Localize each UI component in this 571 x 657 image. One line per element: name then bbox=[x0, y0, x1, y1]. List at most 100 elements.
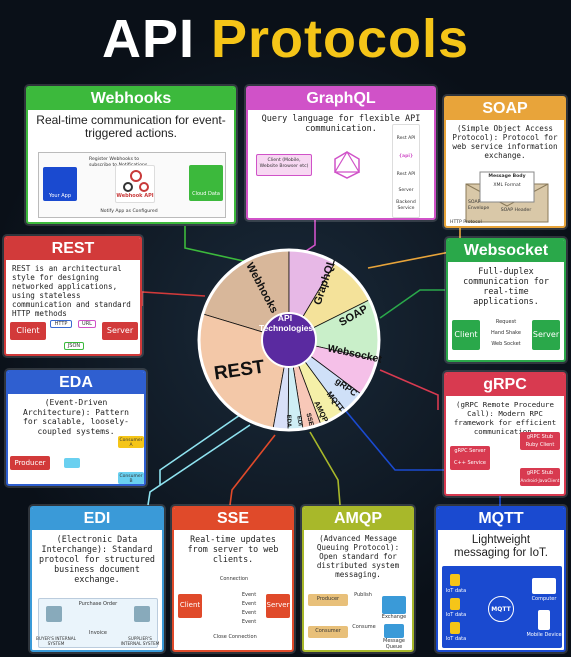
websocket-socket-label: Web Socket bbox=[491, 341, 521, 347]
edi-supplier-icon bbox=[134, 606, 150, 622]
websocket-description: Full-duplex communication for real-time … bbox=[463, 266, 549, 306]
graphql-backend-column bbox=[392, 124, 420, 218]
eda-consumer-a-label: Consumer A bbox=[119, 438, 143, 448]
edi-supplier-label: SUPPLIER'S INTERNAL SYSTEM bbox=[120, 636, 160, 646]
mqtt-card: MQTT Lightweight messaging for IoT. IoT … bbox=[436, 506, 566, 652]
grpc-server-box bbox=[450, 446, 490, 470]
websocket-client-label: Client bbox=[454, 330, 478, 339]
grpc-server-label: gRPC Server bbox=[454, 448, 486, 454]
sse-client-label: Client bbox=[179, 601, 201, 609]
edi-title: EDI bbox=[32, 508, 162, 530]
soap-description: (Simple Object Access Protocol): Protoco… bbox=[452, 124, 558, 160]
websocket-server-box bbox=[532, 320, 560, 350]
sse-close-label: Close Connection bbox=[213, 634, 257, 640]
webhook-api-label: Webhook API bbox=[116, 193, 154, 199]
api-technologies-wheel bbox=[197, 248, 381, 432]
graphql-rest-api2-label: Rest API bbox=[396, 172, 416, 177]
rest-json-label: JSON bbox=[67, 343, 81, 349]
eda-description: (Event-Driven Architecture): Pattern for… bbox=[23, 398, 129, 436]
mqtt-iot1-icon bbox=[450, 574, 460, 586]
graphql-rest-api-label: Rest API bbox=[396, 136, 416, 141]
webhook-api-icon bbox=[115, 165, 155, 203]
amqp-queue-icon bbox=[384, 624, 404, 638]
websocket-card: Websocket Full-duplex communication for … bbox=[446, 238, 566, 362]
amqp-consume-label: Consume bbox=[352, 624, 376, 630]
mqtt-iot3-icon bbox=[450, 622, 460, 634]
eda-consumer-a-box bbox=[118, 436, 144, 448]
amqp-description: (Advanced Message Queuing Protocol): Ope… bbox=[316, 534, 400, 579]
cloud-data-label: Cloud Data bbox=[192, 191, 220, 197]
mqtt-iot3-label: IoT data bbox=[445, 636, 467, 642]
grpc-android-label: Android-JavaClient bbox=[520, 478, 560, 483]
title-word-protocols: Protocols bbox=[211, 9, 470, 69]
graphql-logo-icon bbox=[333, 150, 361, 179]
amqp-consumer-box bbox=[308, 626, 348, 638]
soap-header-label: SOAP Header bbox=[500, 208, 532, 213]
graphql-api-label: {api} bbox=[398, 154, 414, 159]
mqtt-mobile-icon bbox=[538, 610, 550, 630]
graphql-server-label: Server bbox=[398, 188, 414, 193]
your-app-icon bbox=[43, 167, 77, 201]
mqtt-computer-label: Computer bbox=[531, 596, 557, 602]
websocket-title: Websocket bbox=[448, 240, 564, 262]
sse-event-1: Event bbox=[241, 592, 257, 598]
edi-invoice: Invoice bbox=[89, 630, 107, 636]
wheel-label-edi: EDI bbox=[295, 415, 303, 427]
soap-xml-format: XML Format bbox=[493, 183, 521, 188]
eda-title: EDA bbox=[8, 372, 144, 394]
graphql-client-label: Client (Mobile, Website Browser etc) bbox=[259, 158, 309, 169]
edi-purchase-order: Purchase Order bbox=[78, 601, 118, 607]
sse-client-box bbox=[178, 594, 202, 618]
sse-event-4: Event bbox=[241, 619, 257, 625]
grpc-stub1-label: gRPC Stub bbox=[526, 434, 554, 440]
mqtt-broker-icon bbox=[488, 596, 514, 622]
soap-title: SOAP bbox=[446, 98, 564, 120]
grpc-card: gRPC (gRPC Remote Procedure Call): Moder… bbox=[444, 372, 566, 496]
sse-event-3: Event bbox=[241, 610, 257, 616]
soap-envelope-icon bbox=[465, 171, 549, 223]
edi-description: (Electronic Data Interchange): Standard … bbox=[39, 534, 155, 584]
rest-description: REST is an architectural style for desig… bbox=[12, 264, 131, 318]
mqtt-mobile-label: Mobile Device bbox=[526, 632, 562, 638]
grpc-cpp-label: C++ Service bbox=[454, 460, 486, 466]
grpc-stub2-box bbox=[520, 468, 560, 486]
mqtt-description: Lightweight messaging for IoT. bbox=[454, 534, 548, 559]
wheel-center bbox=[261, 312, 317, 368]
amqp-consumer-label: Consumer bbox=[315, 628, 341, 634]
amqp-producer-label: Producer bbox=[316, 596, 340, 602]
page-title: API Protocols bbox=[0, 8, 571, 70]
webhooks-diagram: Register Webhooks to subscribe to Notifi… bbox=[38, 152, 226, 218]
graphql-client-box bbox=[256, 154, 312, 176]
rest-url-box bbox=[78, 320, 96, 328]
mqtt-iot2-icon bbox=[450, 598, 460, 610]
graphql-description: Query language for flexible API communic… bbox=[261, 114, 421, 134]
eda-producer-label: Producer bbox=[14, 459, 46, 467]
amqp-card: AMQP (Advanced Message Queuing Protocol)… bbox=[302, 506, 414, 652]
rest-server-label: Server bbox=[106, 326, 134, 335]
mqtt-computer-icon bbox=[532, 578, 556, 594]
grpc-description: (gRPC Remote Procedure Call): Modern RPC… bbox=[453, 400, 557, 436]
eda-producer-box bbox=[10, 456, 50, 470]
grpc-ruby-label: Ruby Client bbox=[525, 442, 555, 448]
sse-title: SSE bbox=[174, 508, 292, 530]
rest-card: REST REST is an architectural style for … bbox=[4, 236, 142, 356]
amqp-title: AMQP bbox=[304, 508, 412, 530]
amqp-exchange-icon bbox=[382, 596, 406, 614]
rest-server-box bbox=[102, 322, 138, 340]
websocket-request-label: Request bbox=[495, 319, 517, 325]
rest-client-label: Client bbox=[16, 326, 40, 335]
webhooks-title: Webhooks bbox=[28, 88, 234, 110]
soap-http-label: HTTP Protocol bbox=[450, 220, 482, 225]
sse-card: SSE Real-time updates from server to web… bbox=[172, 506, 294, 652]
mqtt-iot1-label: IoT data bbox=[445, 588, 467, 594]
rest-json-box bbox=[64, 342, 84, 350]
sse-server-label: Server bbox=[266, 601, 290, 609]
your-app-label: Your App bbox=[48, 193, 72, 199]
sse-description: Real-time updates from server to web cli… bbox=[187, 534, 279, 564]
cloud-data-icon bbox=[189, 165, 223, 201]
sse-server-box bbox=[266, 594, 290, 618]
amqp-producer-box bbox=[308, 594, 348, 606]
rest-title: REST bbox=[6, 238, 140, 260]
rest-client-box bbox=[10, 322, 46, 340]
mqtt-iot2-label: IoT data bbox=[445, 612, 467, 618]
